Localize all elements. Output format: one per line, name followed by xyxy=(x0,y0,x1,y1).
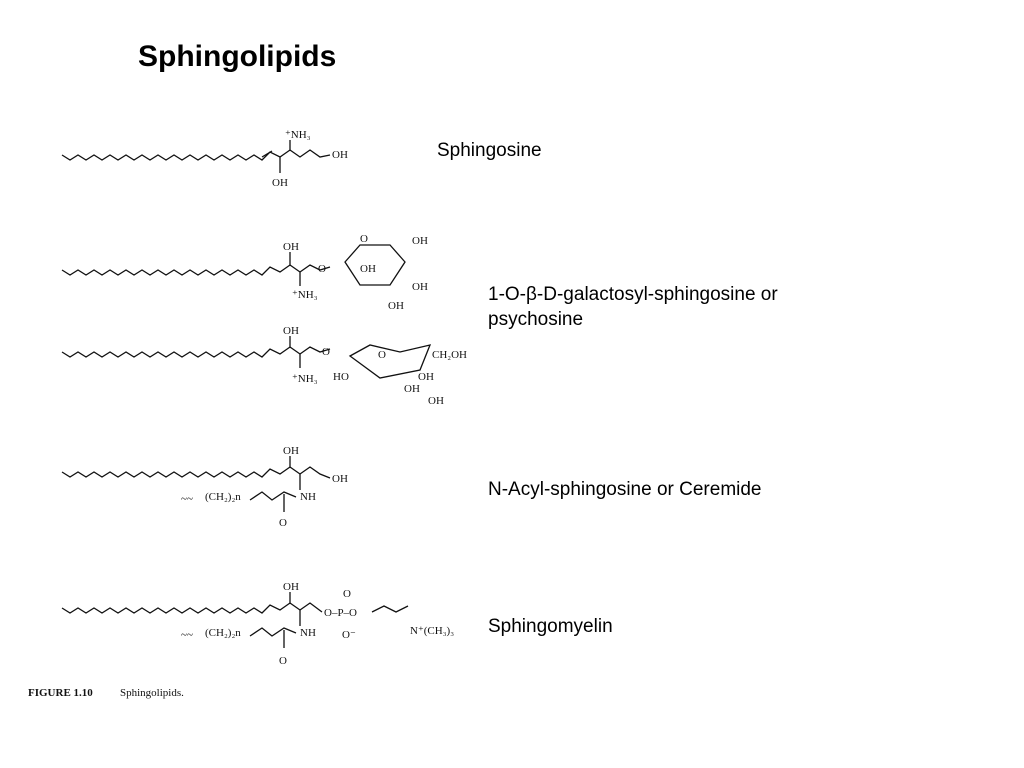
acyl-link xyxy=(249,491,297,501)
ring-oxygen: O xyxy=(360,233,368,245)
sphingomyelin-hydrocarbon-chain xyxy=(61,602,323,614)
carbonyl-oxygen: O xyxy=(279,517,287,529)
hydroxyl-group: OH xyxy=(360,263,376,275)
psychosine-label-line1: 1-O-β-D-galactosyl-sphingosine or xyxy=(488,284,778,305)
sphingomyelin-label: Sphingomyelin xyxy=(488,616,613,637)
sphingosine-double-bond xyxy=(261,150,273,158)
phosphoryl-oxygen: O xyxy=(343,588,351,600)
oxygen-atom: O xyxy=(322,346,330,358)
hydroxyl-group: OH xyxy=(272,177,288,189)
psychosine-chair-hydrocarbon-chain xyxy=(61,346,331,358)
figure-caption-number: FIGURE 1.10 xyxy=(28,687,93,699)
hydroxyl-group: OH xyxy=(283,581,299,593)
page-title: Sphingolipids xyxy=(138,40,337,73)
ceramide-hydrocarbon-chain xyxy=(61,466,331,479)
acyl-chain: (CH₂)₂n xyxy=(205,627,241,639)
choline-group: N⁺(CH₃)₃ xyxy=(410,625,454,637)
galactose-ring xyxy=(344,244,406,286)
hydroxyl-group: OH xyxy=(412,235,428,247)
hydroxyl-group: HO xyxy=(333,371,349,383)
hydroxyl-group: OH xyxy=(428,395,444,407)
nh3-group: ⁺NH₃ xyxy=(292,373,318,385)
acyl-chain: (CH₂)₂n xyxy=(205,491,241,503)
psychosine-structure-a: OH ⁺NH₃ O O OH OH OH OH xyxy=(61,233,428,312)
sphingosine-hydrocarbon-chain xyxy=(61,149,331,161)
sphingosine-label: Sphingosine xyxy=(437,140,542,161)
sphingosine-structure: ⁺NH₃ OH OH xyxy=(61,129,348,189)
nh-group: NH xyxy=(300,491,316,503)
figure-caption-text: Sphingolipids. xyxy=(120,687,184,699)
ring-oxygen: O xyxy=(378,349,386,361)
nh3-group: ⁺NH₃ xyxy=(285,129,311,141)
psychosine-label-line2: psychosine xyxy=(488,309,584,330)
hydroxyl-group: OH xyxy=(283,325,299,337)
wavy-chain-prefix: ~~ xyxy=(181,629,193,641)
galactose-chair-ring xyxy=(348,344,432,379)
ch2oh-group: CH₂OH xyxy=(432,349,467,361)
oxygen-atom: O xyxy=(318,263,326,275)
hydroxyl-group: OH xyxy=(418,371,434,383)
hydroxyl-group: OH xyxy=(404,383,420,395)
hydroxyl-group: OH xyxy=(412,281,428,293)
phosphate-anion: O⁻ xyxy=(342,629,356,641)
hydroxyl-group: OH xyxy=(388,300,404,312)
wavy-chain-prefix: ~~ xyxy=(181,493,193,505)
choline-link xyxy=(371,605,409,613)
nh3-group: ⁺NH₃ xyxy=(292,289,318,301)
hydroxyl-group: OH xyxy=(283,241,299,253)
phosphoester-link: O–P–O xyxy=(324,607,357,619)
carbonyl-oxygen: O xyxy=(279,655,287,667)
nh-group: NH xyxy=(300,627,316,639)
ceramide-structure: OH OH NH ~~ (CH₂)₂n O xyxy=(61,445,348,529)
acyl-link xyxy=(249,627,297,637)
sphingomyelin-structure: OH O–P–O O O⁻ N⁺(CH₃)₃ NH ~~ (CH₂)₂n O xyxy=(61,581,454,667)
hydroxyl-group: OH xyxy=(332,473,348,485)
ceramide-label: N-Acyl-sphingosine or Ceremide xyxy=(488,479,762,500)
hydroxyl-group: OH xyxy=(332,149,348,161)
psychosine-structure-b: OH ⁺NH₃ O O CH₂OH HO OH OH OH xyxy=(61,325,467,407)
hydroxyl-group: OH xyxy=(283,445,299,457)
psychosine-hydrocarbon-chain xyxy=(61,264,331,276)
